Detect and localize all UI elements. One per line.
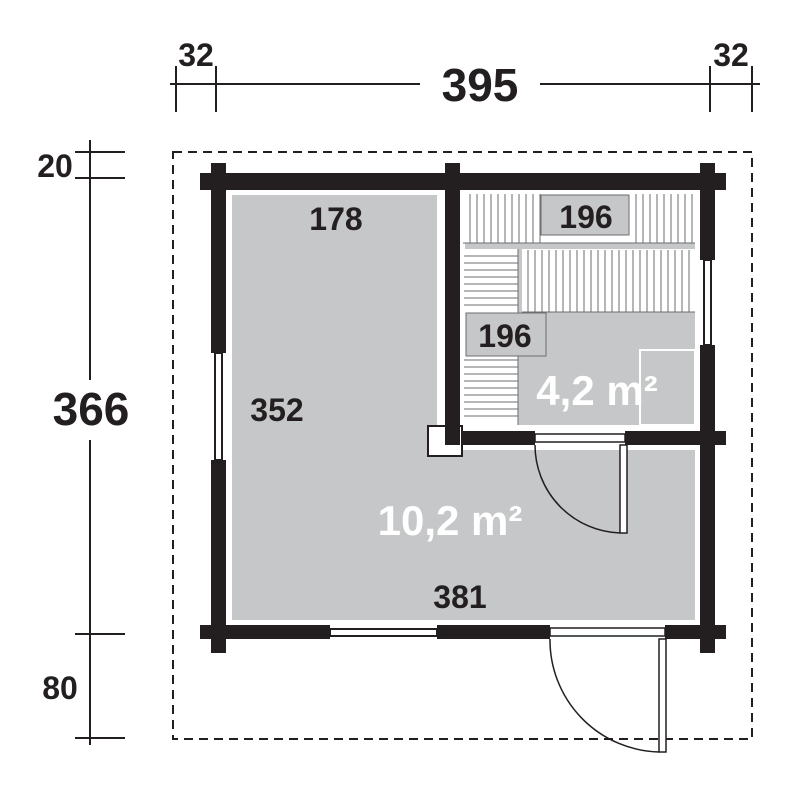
windows bbox=[214, 259, 712, 637]
main-room-floor-extension bbox=[437, 450, 695, 620]
main-room-bottom-width: 381 bbox=[433, 579, 486, 615]
top-dimension-line bbox=[170, 66, 760, 112]
dim-top-total: 395 bbox=[442, 59, 519, 111]
walls bbox=[200, 163, 726, 653]
dim-left-top: 20 bbox=[37, 148, 73, 184]
main-room-depth: 352 bbox=[250, 392, 303, 428]
left-dimension-line bbox=[75, 140, 125, 745]
dim-left-bottom: 80 bbox=[42, 670, 78, 706]
sauna-bench-middle bbox=[522, 249, 695, 313]
bench-side-label-box bbox=[465, 312, 547, 357]
entrance-door bbox=[549, 627, 667, 753]
bench-top-label-box bbox=[540, 194, 630, 236]
main-room-floor bbox=[232, 195, 437, 620]
dim-top-left: 32 bbox=[178, 37, 214, 73]
sauna-bench-top-length: 196 bbox=[559, 199, 612, 235]
wall-post-core bbox=[445, 426, 460, 445]
main-room-width: 178 bbox=[309, 201, 362, 237]
dim-top-right: 32 bbox=[713, 37, 749, 73]
main-room-area: 10,2 m² bbox=[378, 497, 523, 544]
sauna-door bbox=[534, 433, 628, 534]
roof-outline bbox=[172, 151, 753, 740]
dim-left-total: 366 bbox=[53, 383, 130, 435]
sauna-area: 4,2 m² bbox=[536, 367, 657, 414]
sauna-bench-side-length: 196 bbox=[478, 318, 531, 354]
sauna-stove bbox=[639, 349, 696, 426]
